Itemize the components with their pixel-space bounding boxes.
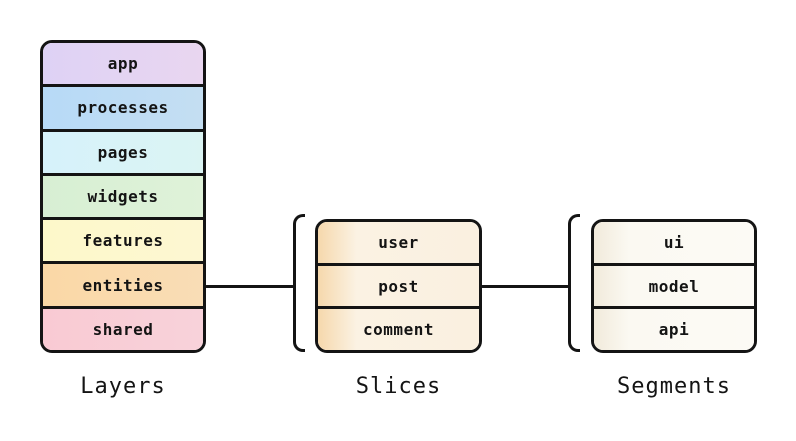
slices-column-label: Slices xyxy=(355,374,442,399)
segments-stack: ui model api xyxy=(591,219,757,353)
slice-row-post: post xyxy=(318,262,479,307)
slices-bracket-icon xyxy=(293,214,305,352)
layer-row-entities: entities xyxy=(43,261,203,306)
segment-row-api: api xyxy=(594,306,754,350)
segment-row-model: model xyxy=(594,262,754,307)
layer-row-features: features xyxy=(43,217,203,262)
layer-row-widgets: widgets xyxy=(43,172,203,218)
segments-bracket-icon xyxy=(568,214,580,352)
layers-stack: app processes pages widgets features ent… xyxy=(40,40,206,353)
slice-row-comment: comment xyxy=(318,306,479,350)
segment-row-ui: ui xyxy=(594,222,754,263)
slice-row-user: user xyxy=(318,222,479,263)
slices-stack: user post comment xyxy=(315,219,482,353)
layer-row-pages: pages xyxy=(43,128,203,173)
segments-column-label: Segments xyxy=(617,374,731,399)
layer-row-shared: shared xyxy=(43,305,203,350)
layer-row-app: app xyxy=(43,43,203,85)
layer-row-processes: processes xyxy=(43,84,203,129)
connector-slices-to-segments xyxy=(481,284,569,288)
connector-layers-to-slices xyxy=(205,284,294,288)
layers-column-label: Layers xyxy=(80,374,166,399)
